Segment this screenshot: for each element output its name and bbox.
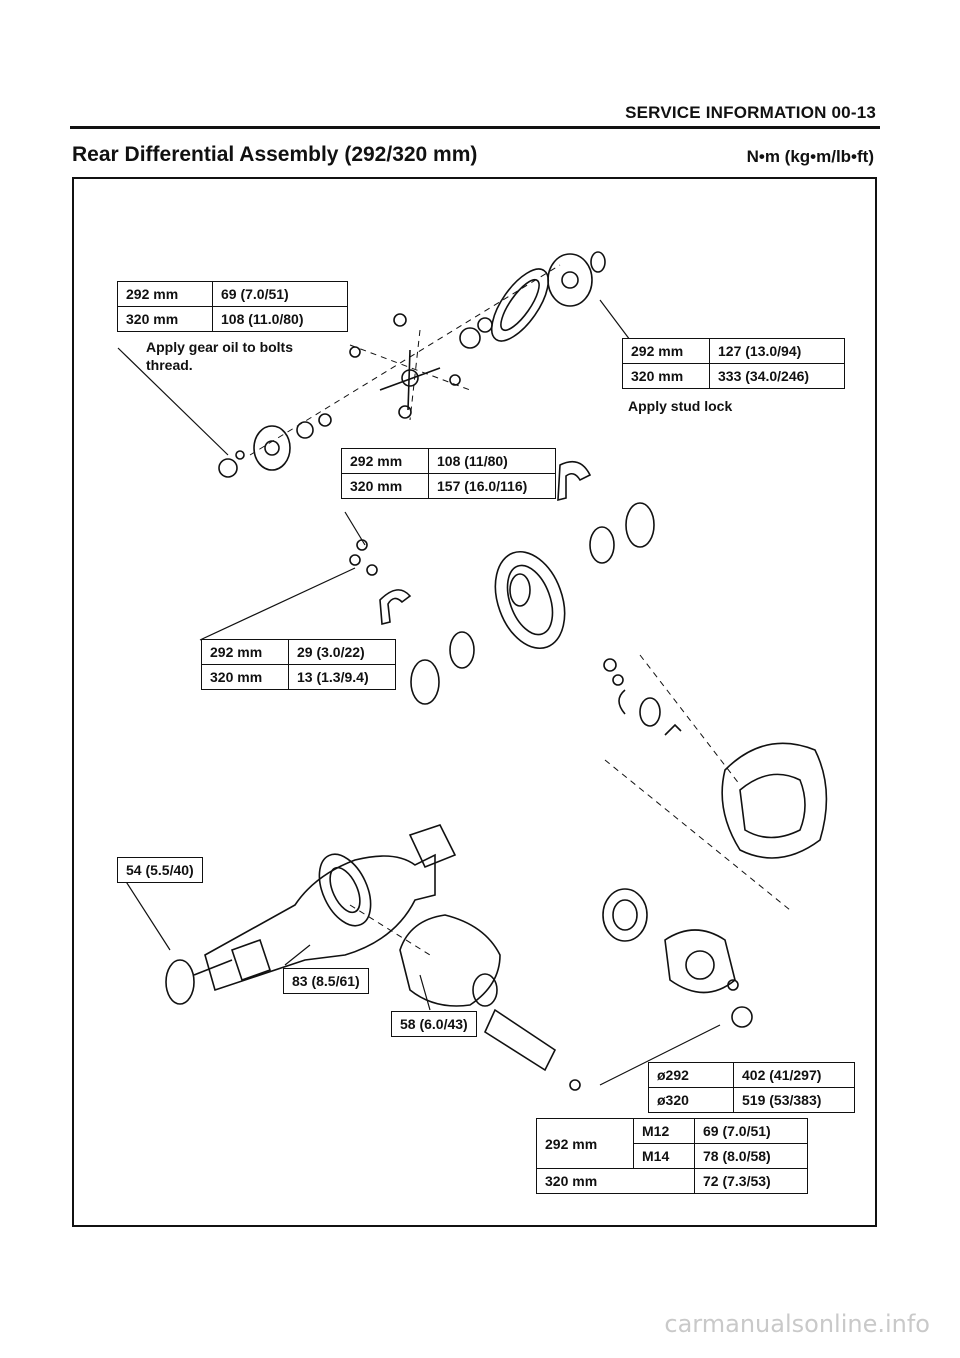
spec4-torque-292: 29 (3.0/22) (288, 639, 396, 665)
spec2-torque-320: 333 (34.0/246) (709, 363, 845, 389)
spec9-m12-torque: 69 (7.0/51) (694, 1118, 808, 1144)
spec1-note: Apply gear oil to bolts thread. (146, 338, 293, 374)
spec2-size-292: 292 mm (622, 338, 710, 364)
spec3-size-292: 292 mm (341, 448, 429, 474)
spec5-axle-flange: 54 (5.5/40) (117, 857, 203, 883)
spec9-320-torque: 72 (7.3/53) (694, 1168, 808, 1194)
spec6-drain-plug: 83 (8.5/61) (283, 968, 369, 994)
cap-bolts (349, 539, 412, 626)
page-title: Rear Differential Assembly (292/320 mm) (72, 143, 478, 166)
spec2-torque-292: 127 (13.0/94) (709, 338, 845, 364)
diagram-frame (72, 177, 877, 1227)
bearing-cap-top (557, 460, 592, 502)
spec1-torque-292: 69 (7.0/51) (212, 281, 348, 307)
axle-housing (165, 824, 457, 1005)
spec2-note: Apply stud lock (628, 398, 733, 414)
spec8-size-292: ø292 (648, 1062, 734, 1088)
ring-gear-top (490, 251, 606, 342)
spec1-note-line2: thread. (146, 357, 193, 373)
spec9-m12: M12 (633, 1118, 695, 1144)
section-header: SERVICE INFORMATION 00-13 (625, 103, 876, 122)
spec8-torque-292: 402 (41/297) (733, 1062, 855, 1088)
spec9-m14-torque: 78 (8.0/58) (694, 1143, 808, 1169)
carrier-housing (602, 742, 828, 1028)
header-rule (70, 126, 880, 129)
spec1-note-line1: Apply gear oil to bolts (146, 339, 294, 355)
spec4-size-292: 292 mm (201, 639, 289, 665)
left-case (218, 413, 332, 478)
ring-gear-middle (410, 502, 655, 705)
spec9-size-320: 320 mm (536, 1168, 695, 1194)
spider-gears (349, 313, 493, 419)
spec1-torque-320: 108 (11.0/80) (212, 306, 348, 332)
spec8-size-320: ø320 (648, 1087, 734, 1113)
leader-lines (117, 299, 721, 1086)
watermark: carmanualsonline.info (664, 1310, 930, 1338)
spec1-size-292: 292 mm (117, 281, 213, 307)
spec7-companion-flange: 58 (6.0/43) (391, 1011, 477, 1037)
spec1-size-320: 320 mm (117, 306, 213, 332)
spec3-torque-292: 108 (11/80) (428, 448, 556, 474)
spec3-size-320: 320 mm (341, 473, 429, 499)
spec4-size-320: 320 mm (201, 664, 289, 690)
spec-table-carrier-bolts: 292 mm M12 69 (7.0/51) M14 78 (8.0/58) 3… (536, 1118, 808, 1194)
spec9-size-292: 292 mm (536, 1118, 634, 1169)
spec8-torque-320: 519 (53/383) (733, 1087, 855, 1113)
pinion-carrier (399, 914, 581, 1091)
torque-units: N•m (kg•m/lb•ft) (746, 147, 874, 166)
spec3-torque-320: 157 (16.0/116) (428, 473, 556, 499)
spec2-size-320: 320 mm (622, 363, 710, 389)
spec9-m14: M14 (633, 1143, 695, 1169)
adjuster-parts (603, 658, 682, 736)
spec4-torque-320: 13 (1.3/9.4) (288, 664, 396, 690)
